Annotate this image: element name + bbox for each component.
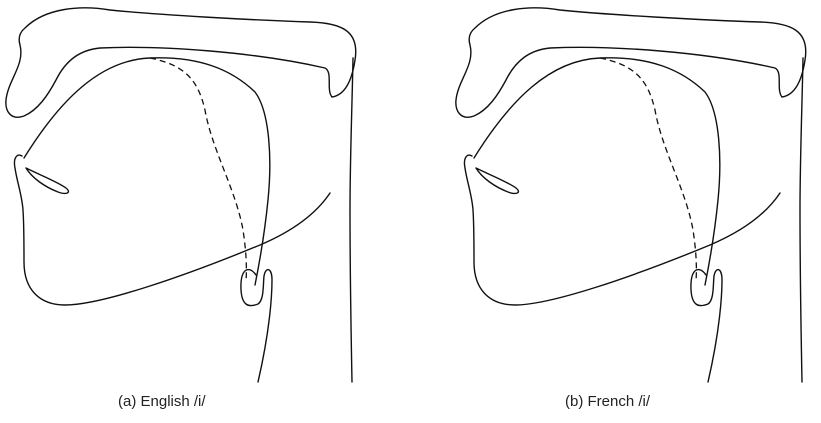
lip-gap: [476, 168, 518, 193]
palate-outline: [6, 8, 356, 117]
tongue-outline: [474, 58, 720, 285]
palate-outline: [456, 8, 806, 117]
pharyngeal-wall: [350, 58, 353, 382]
epiglottis: [691, 270, 722, 382]
figure-french-i: (b) French /i/: [450, 0, 821, 423]
vocal-tract-diagram-french: [450, 0, 821, 390]
epiglottis: [241, 270, 272, 382]
lip-outline: [14, 155, 330, 305]
lip-gap: [26, 168, 68, 193]
tongue-contour-dashed: [600, 58, 696, 282]
pharyngeal-wall: [800, 58, 803, 382]
figure-caption-b: (b) French /i/: [565, 393, 650, 410]
lip-outline: [464, 155, 780, 305]
figure-caption-a: (a) English /i/: [118, 393, 206, 410]
tongue-contour-dashed: [150, 58, 246, 282]
figure-english-i: (a) English /i/: [0, 0, 380, 423]
tongue-outline: [24, 58, 270, 285]
vocal-tract-diagram-english: [0, 0, 380, 390]
